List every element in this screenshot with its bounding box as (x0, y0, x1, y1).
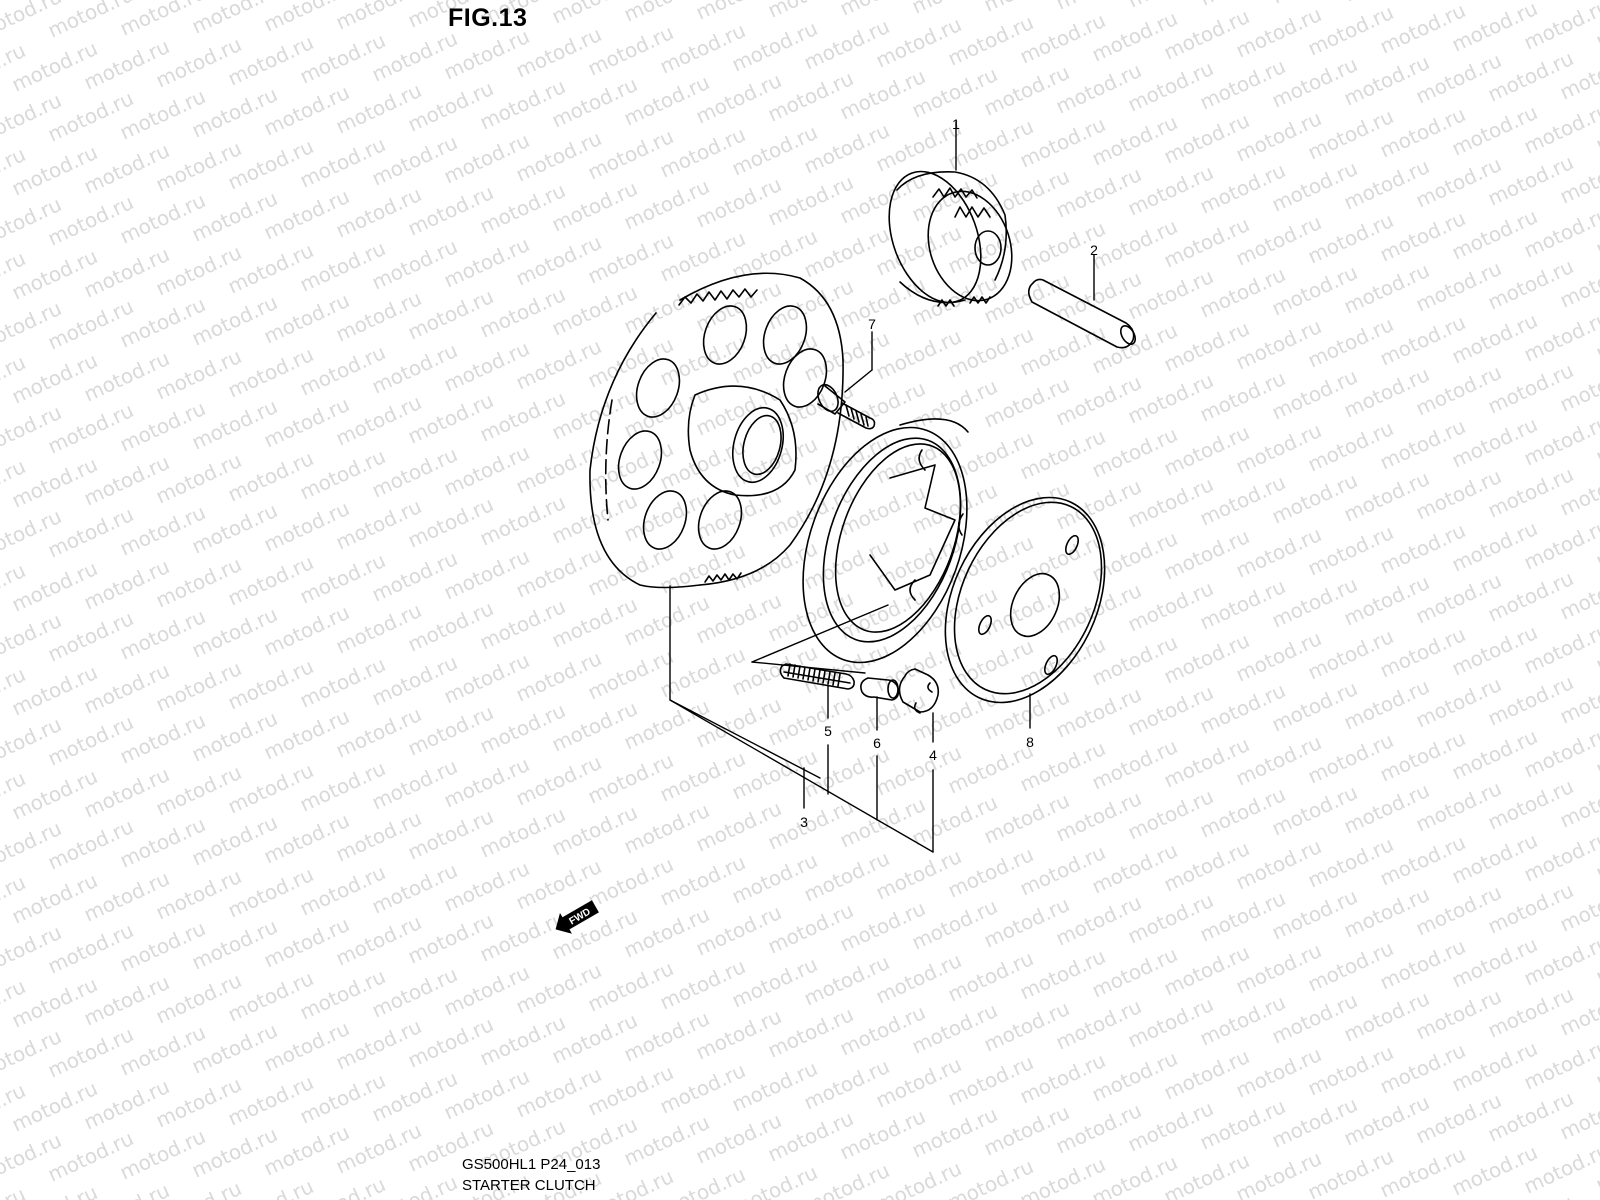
figure-footer: GS500HL1 P24_013 STARTER CLUTCH (462, 1154, 600, 1196)
callout-3: 3 (800, 814, 808, 830)
section-name: STARTER CLUTCH (462, 1177, 596, 1194)
part-4-roller[interactable] (898, 668, 940, 853)
one-way-clutch-housing[interactable] (751, 405, 997, 686)
svg-text:FWD: FWD (567, 907, 592, 928)
part-6-plunger[interactable] (860, 677, 900, 821)
model-code: GS500HL1 P24_013 (462, 1156, 601, 1173)
part-5-spring[interactable] (779, 663, 855, 795)
callout-4: 4 (929, 747, 937, 763)
assembly-bracket (669, 699, 934, 853)
callout-7: 7 (868, 316, 876, 332)
callout-8: 8 (1026, 734, 1034, 750)
figure-title: FIG.13 (448, 4, 528, 32)
part-7-bolt[interactable] (814, 331, 876, 430)
part-3-driven-gear[interactable] (589, 272, 844, 779)
callout-6: 6 (873, 735, 881, 751)
callout-5: 5 (824, 723, 832, 739)
callout-2: 2 (1090, 242, 1098, 258)
arrow-left-down-icon: FWD (555, 900, 599, 934)
part-2-shaft[interactable] (1027, 254, 1138, 349)
callout-1: 1 (952, 116, 960, 132)
fwd-direction-indicator: FWD (548, 896, 602, 943)
part-8-plate[interactable] (914, 472, 1136, 729)
part-1-starter-gear[interactable] (872, 121, 1025, 315)
